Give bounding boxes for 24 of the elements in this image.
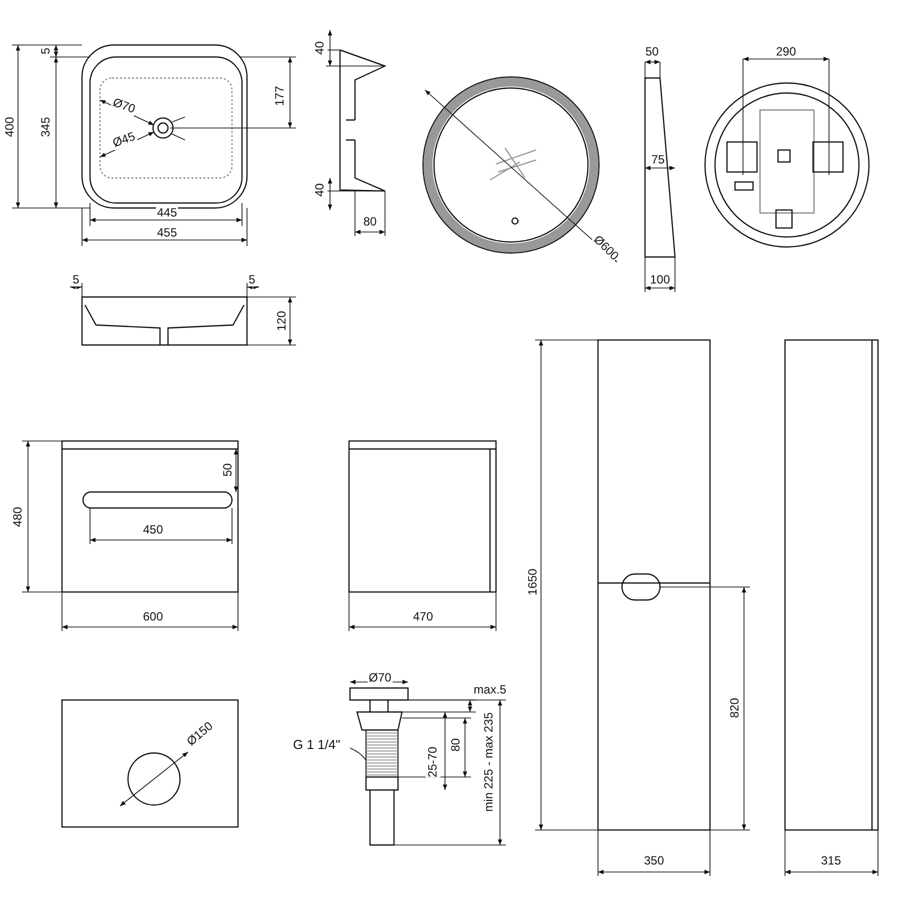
- dimension-label: 290: [774, 46, 798, 58]
- dimension-label: 455: [156, 226, 178, 240]
- dimension-label: 445: [156, 206, 178, 220]
- dimension-label: 75: [650, 154, 666, 166]
- dimension-label: 315: [820, 854, 842, 868]
- dimension-label: 40: [312, 183, 328, 197]
- leader-line: [350, 748, 366, 760]
- dimension-label: 5: [248, 274, 256, 286]
- dimension-label: 450: [142, 524, 164, 536]
- dimension-label: 470: [412, 610, 434, 624]
- threaded-tailpiece: [366, 730, 398, 778]
- dimension-label: 25-70: [426, 746, 440, 778]
- dimension-label: 5: [72, 274, 80, 286]
- dimension-label: 600: [142, 610, 164, 624]
- dimension-label: Ø45: [110, 130, 138, 150]
- thread-label: G 1 1/4": [292, 738, 342, 751]
- dimension-label: 350: [642, 854, 666, 868]
- dimension-label: Ø70: [368, 672, 392, 684]
- dimension-label: Ø70: [110, 96, 138, 116]
- dimension-label: 40: [312, 41, 328, 55]
- dimension-label: max.5: [472, 684, 508, 696]
- dimension-label: 50: [644, 46, 660, 58]
- dimension-label: 100: [648, 274, 672, 286]
- dimension-label: 80: [362, 216, 378, 228]
